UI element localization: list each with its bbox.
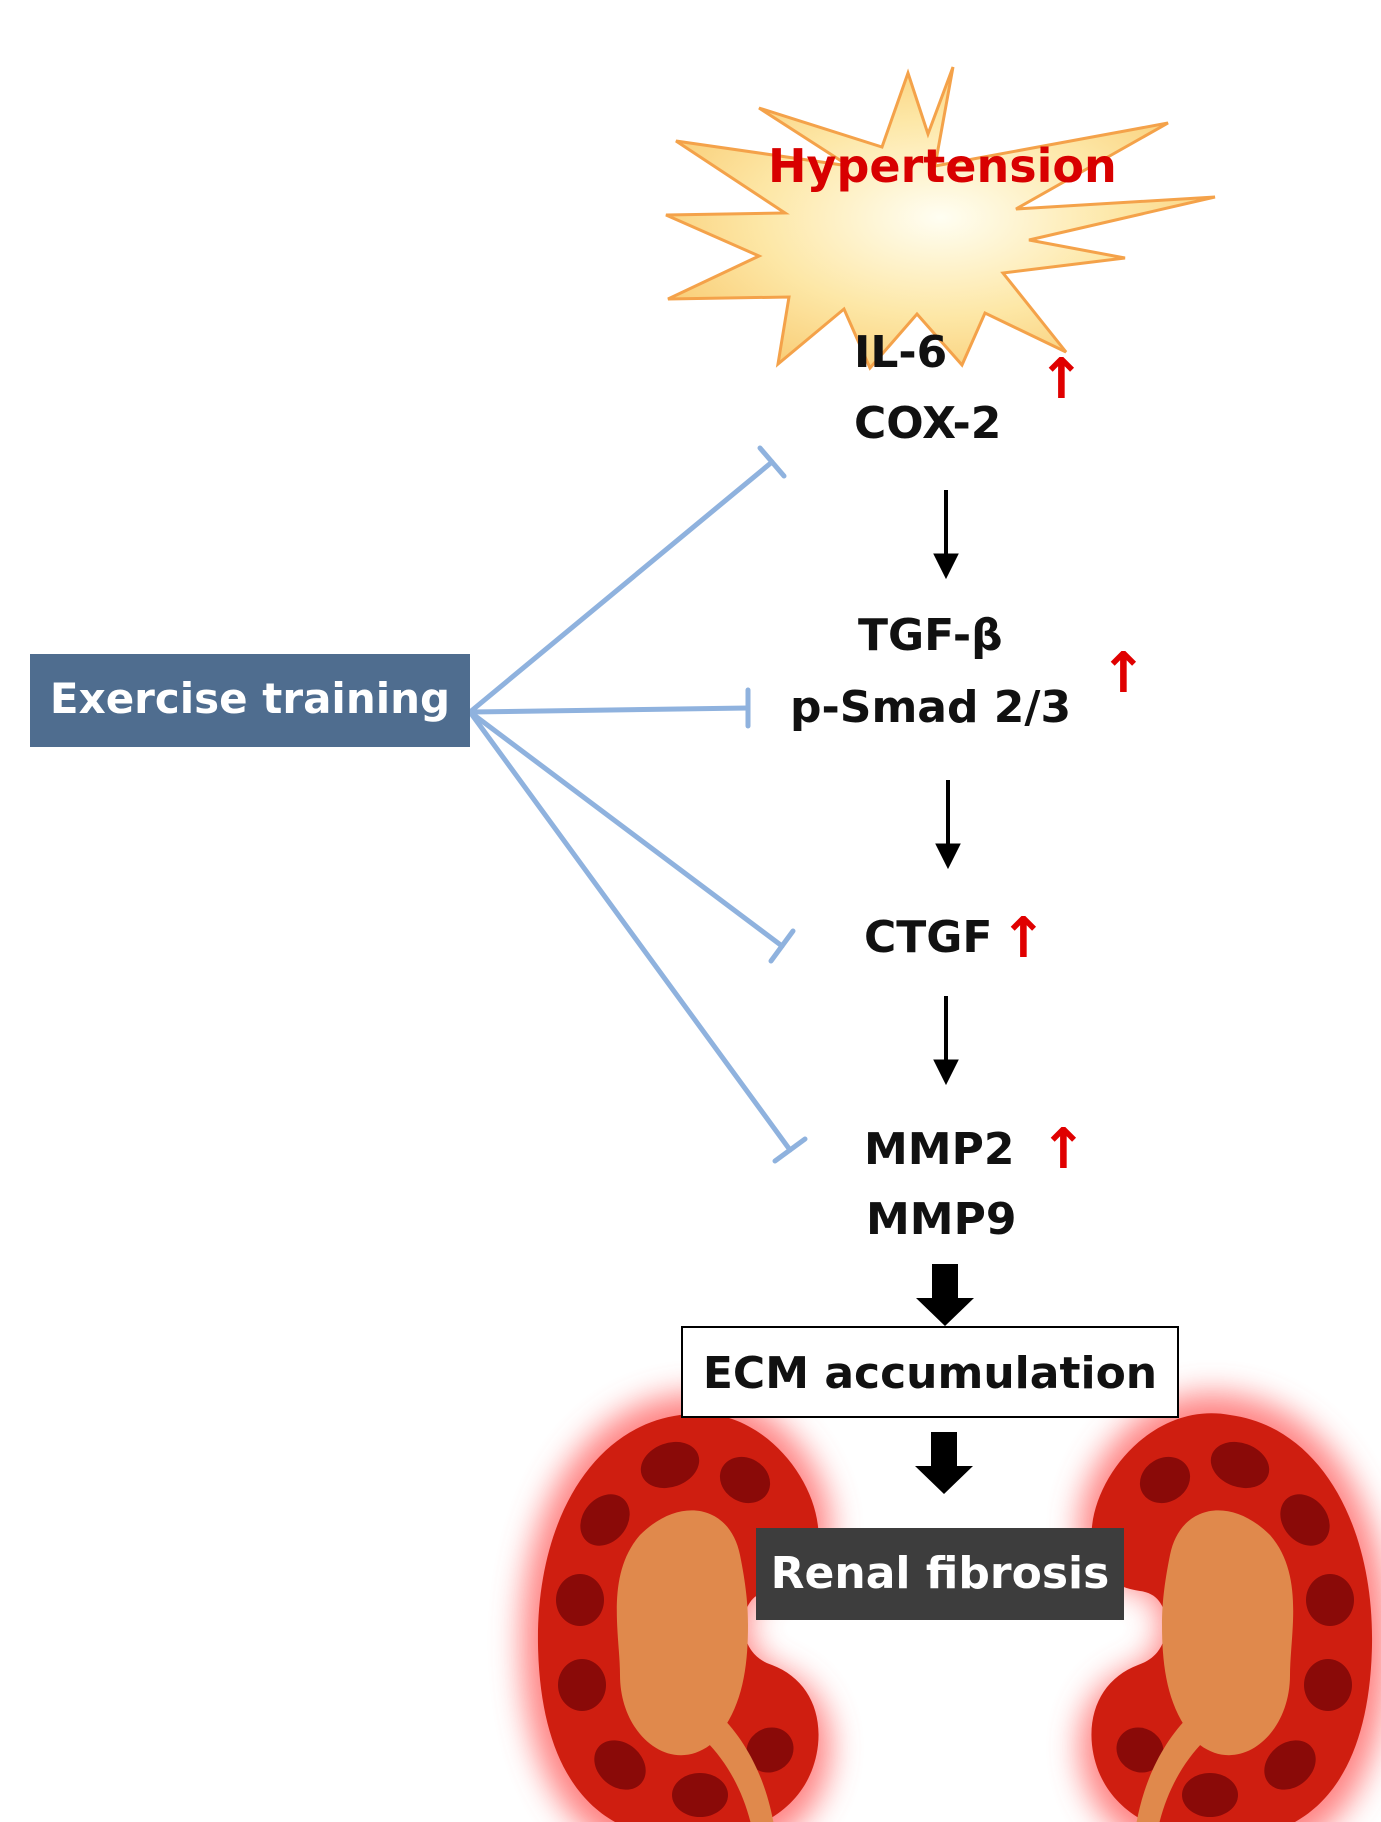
inhibit-line-mmp xyxy=(467,709,793,1153)
flow-arrows xyxy=(915,490,974,1494)
red-up-arrow-icon: ↑ xyxy=(1038,347,1085,412)
inhibit-bar-il6 xyxy=(757,445,787,479)
kidney-pelvis xyxy=(616,1510,748,1756)
starburst-icon xyxy=(665,66,1216,371)
inhibit-bar-ctgf xyxy=(768,928,796,964)
flow-arrow-3 xyxy=(933,1059,959,1086)
kidney-pelvis xyxy=(1162,1510,1294,1756)
inhibit-line-ctgf xyxy=(467,709,785,949)
cox2-label: COX-2 xyxy=(854,398,1002,449)
psmad-label: p-Smad 2/3 xyxy=(790,682,1072,733)
block-arrow-1 xyxy=(916,1264,974,1326)
hypertension-label: Hypertension xyxy=(768,139,1117,193)
block-arrow-2 xyxy=(915,1432,973,1494)
mmp2-label: MMP2 xyxy=(864,1124,1015,1175)
il6-label: IL-6 xyxy=(854,327,948,378)
flow-arrow-2 xyxy=(935,843,961,870)
kidney-ureter xyxy=(705,1715,774,1822)
exercise-training-label: Exercise training xyxy=(49,674,451,723)
inhibit-bar-mmp xyxy=(772,1136,808,1164)
inhibition-lines xyxy=(467,445,808,1164)
flow-arrow-1 xyxy=(933,553,959,580)
kidney-icon xyxy=(521,1393,831,1822)
kidney-ureter xyxy=(1136,1715,1205,1822)
kidney-icon xyxy=(1079,1393,1381,1822)
mmp9-label: MMP9 xyxy=(866,1194,1017,1245)
red-up-arrow-icon: ↑ xyxy=(1000,906,1047,971)
inhibit-line-tgfb xyxy=(467,705,751,715)
ecm-label: ECM accumulation xyxy=(702,1348,1158,1399)
exercise-box xyxy=(30,654,470,747)
red-up-arrow-icon: ↑ xyxy=(1040,1117,1087,1182)
renal-box xyxy=(756,1528,1124,1620)
inhibit-line-il6 xyxy=(467,459,775,715)
renal-fibrosis-label: Renal fibrosis xyxy=(770,1548,1110,1599)
ecm-box xyxy=(681,1326,1179,1418)
ctgf-label: CTGF xyxy=(864,912,993,963)
red-up-arrow-icon: ↑ xyxy=(1100,641,1147,706)
tgfb-label: TGF-β xyxy=(858,610,1003,661)
